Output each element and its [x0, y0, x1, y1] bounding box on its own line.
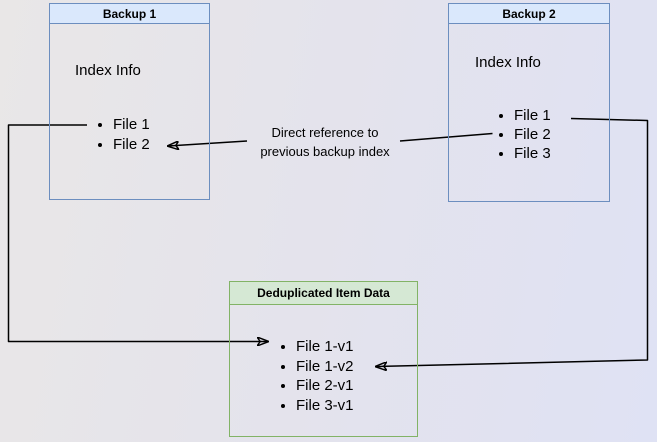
dedup-file-item: File 1-v1: [296, 337, 354, 357]
backup2-file-item: File 3: [514, 144, 551, 163]
backup1-index-info-label: Index Info: [75, 62, 141, 79]
backup1-title: Backup 1: [50, 4, 209, 24]
backup1-file-item: File 1: [113, 115, 150, 135]
backup2-title: Backup 2: [449, 4, 609, 24]
annotation-line: previous backup index: [260, 144, 390, 159]
backup2-box: Backup 2: [448, 3, 610, 202]
backup2-file-list: File 1 File 2 File 3: [498, 106, 551, 163]
backup1-box: Backup 1: [49, 3, 210, 200]
backup2-file-item: File 2: [514, 125, 551, 144]
backup2-file-item: File 1: [514, 106, 551, 125]
dedup-title: Deduplicated Item Data: [230, 282, 417, 305]
dedup-box: Deduplicated Item Data: [229, 281, 418, 437]
annotation-line: Direct reference to: [271, 125, 379, 140]
dedup-file-item: File 3-v1: [296, 396, 354, 416]
dedup-file-item: File 2-v1: [296, 376, 354, 396]
dedup-file-list: File 1-v1 File 1-v2 File 2-v1 File 3-v1: [280, 337, 354, 415]
dedup-file-item: File 1-v2: [296, 357, 354, 377]
backup1-file-item: File 2: [113, 135, 150, 155]
direct-reference-annotation: Direct reference to previous backup inde…: [230, 123, 420, 161]
backup1-file-list: File 1 File 2: [97, 115, 150, 155]
backup2-index-info-label: Index Info: [475, 54, 541, 71]
